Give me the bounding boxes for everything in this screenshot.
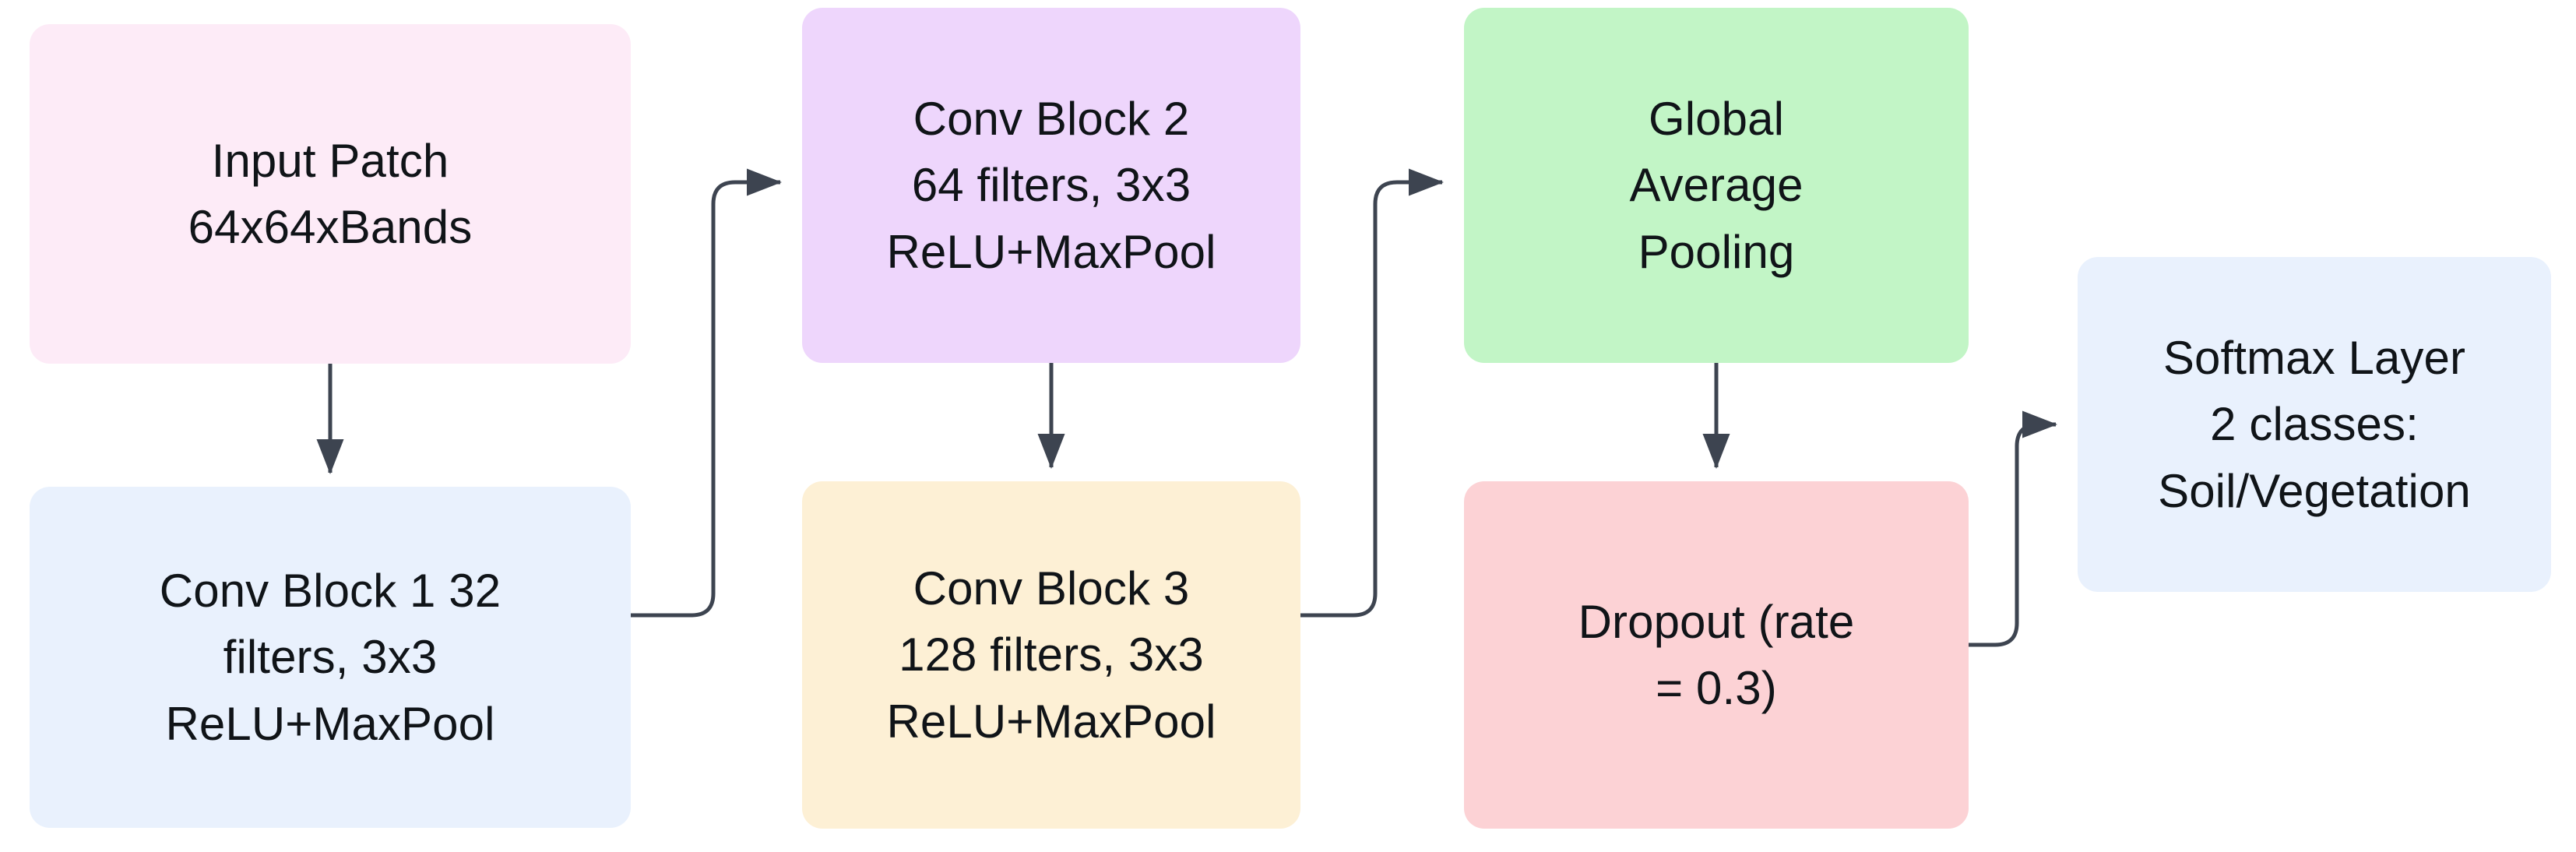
node-conv-block-3-line-3: ReLU+MaxPool	[886, 695, 1216, 748]
node-softmax-layer-line-2: 2 classes:	[2210, 398, 2419, 451]
edge-conv-block-3-to-global-average-pooling	[1300, 168, 1444, 618]
edge-conv-block-1-to-conv-block-2	[631, 168, 782, 618]
node-conv-block-2[interactable]: Conv Block 2 64 filters, 3x3 ReLU+MaxPoo…	[802, 8, 1300, 363]
node-conv-block-3-line-2: 128 filters, 3x3	[899, 628, 1204, 681]
node-input-patch[interactable]: Input Patch 64x64xBands	[30, 24, 631, 364]
node-conv-block-1-line-3: ReLU+MaxPool	[165, 697, 495, 750]
node-conv-block-2-line-1: Conv Block 2	[913, 93, 1190, 146]
node-softmax-layer-line-1: Softmax Layer	[2163, 332, 2466, 385]
edge-dropout-to-softmax-layer	[1969, 410, 2057, 647]
node-dropout-line-1: Dropout (rate	[1578, 595, 1855, 648]
node-global-average-pooling[interactable]: Global Average Pooling	[1464, 8, 1969, 363]
node-dropout[interactable]: Dropout (rate = 0.3)	[1464, 481, 1969, 829]
node-softmax-layer[interactable]: Softmax Layer 2 classes: Soil/Vegetation	[2078, 257, 2551, 592]
node-conv-block-2-line-2: 64 filters, 3x3	[911, 159, 1191, 212]
node-global-average-pooling-line-3: Pooling	[1638, 225, 1795, 278]
node-softmax-layer-line-3: Soil/Vegetation	[2158, 464, 2471, 517]
node-conv-block-1-line-2: filters, 3x3	[223, 631, 438, 684]
node-input-patch-line-2: 64x64xBands	[188, 201, 473, 253]
node-dropout-line-2: = 0.3)	[1656, 662, 1777, 714]
node-conv-block-1-line-1: Conv Block 1 32	[159, 565, 501, 618]
node-conv-block-3-line-1: Conv Block 3	[913, 562, 1190, 615]
node-global-average-pooling-line-2: Average	[1629, 159, 1804, 212]
node-global-average-pooling-line-1: Global	[1648, 93, 1785, 146]
node-conv-block-1[interactable]: Conv Block 1 32 filters, 3x3 ReLU+MaxPoo…	[30, 487, 631, 828]
node-conv-block-2-line-3: ReLU+MaxPool	[886, 225, 1216, 278]
node-conv-block-3[interactable]: Conv Block 3 128 filters, 3x3 ReLU+MaxPo…	[802, 481, 1300, 829]
node-input-patch-line-1: Input Patch	[211, 134, 449, 187]
